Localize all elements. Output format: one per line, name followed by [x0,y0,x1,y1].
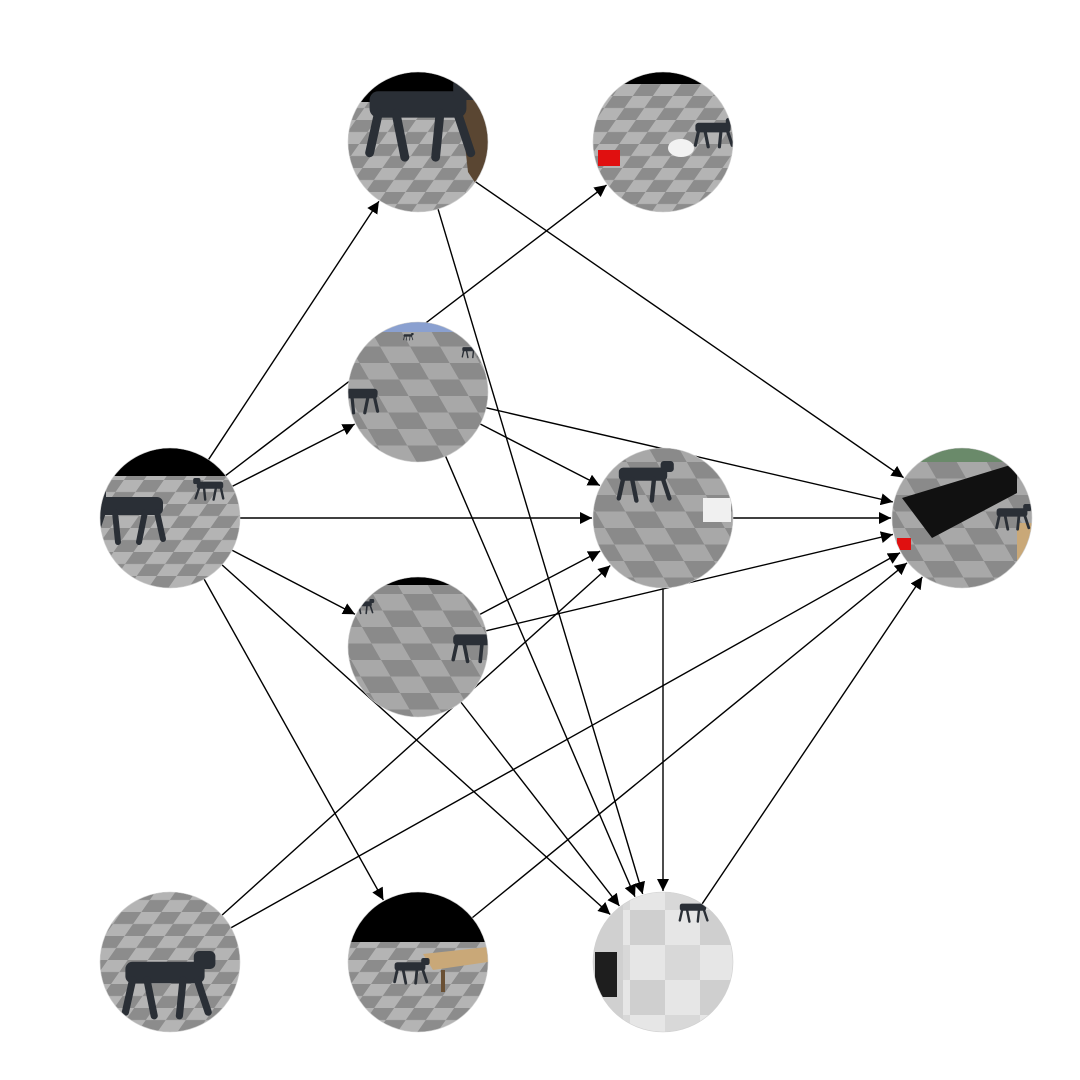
node-robot-in-white-room [592,891,734,1033]
edge-n4-to-n9 [203,578,384,901]
robot-dog-icon [451,628,488,664]
edge-n7-to-n10 [460,701,620,907]
node-robot-dog-near-wooden-furniture [347,71,489,213]
node-robot-dog-with-white-box [592,447,734,589]
edge-n9-to-n6 [471,562,908,919]
robot-dog-icon [693,117,733,149]
robot-dog-icon [616,461,674,503]
edge-n1-to-n10 [437,208,645,895]
edge-n4-to-n1 [207,200,380,460]
node-robot-dog-near-wooden-table [347,891,489,1033]
robot-dog-icon [121,951,216,1020]
node-robot-dog-near-black-sofa [891,447,1033,589]
nodes-layer [99,71,1033,1033]
edge-n8-to-n5 [221,564,611,916]
node-robot-dog-walking-left [99,447,241,589]
node-robot-dog-closeup-bottom [99,891,241,1033]
edge-n3-to-n10 [444,456,636,898]
edge-n8-to-n6 [230,552,901,929]
edge-n1-to-n6 [475,181,904,479]
edge-n4-to-n3 [232,423,356,487]
node-robots-distant-on-checkerboard [347,321,489,463]
edge-n10-to-n6 [701,576,923,905]
robot-dog-icon [403,333,414,341]
robot-dog-icon [193,478,225,501]
edges-layer [203,181,923,929]
node-robot-dog-with-red-and-white-objects [592,71,734,213]
edge-n4-to-n7 [231,549,356,615]
node-robot-on-checkerboard-right [347,576,489,718]
robot-dog-icon [995,504,1032,531]
robot-dog-icon [348,388,380,415]
edge-n3-to-n5 [479,423,601,487]
robot-dog-icon [393,958,430,985]
edge-n7-to-n5 [479,550,601,616]
